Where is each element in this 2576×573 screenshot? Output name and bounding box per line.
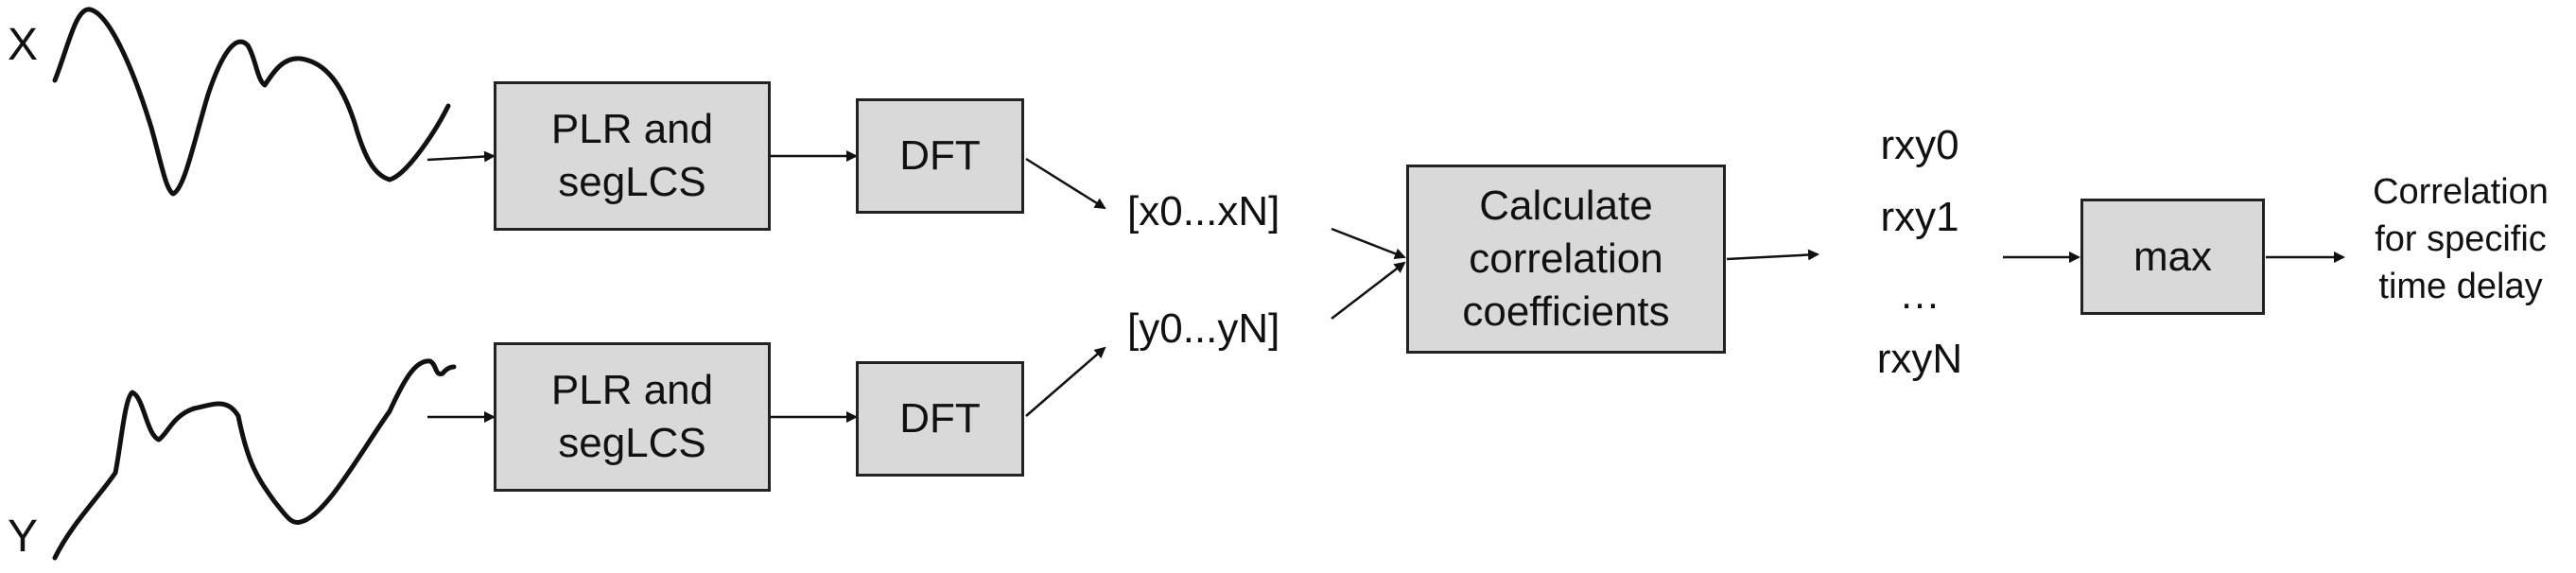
x-signal-label: X [8, 20, 39, 70]
y-signal-label: Y [8, 512, 39, 562]
arrow-x-to-plr [426, 150, 496, 163]
correlation-box: Calculate correlation coefficients [1406, 165, 1726, 354]
y-signal-waveform [52, 358, 457, 561]
plr-segLCS-box-bottom: PLR and segLCS [494, 342, 771, 492]
dft-box-top: DFT [856, 98, 1024, 214]
coefficient-ellipsis: … [1899, 271, 1941, 318]
y-vector-label: [y0...yN] [1127, 305, 1280, 352]
dft-box-bottom: DFT [856, 361, 1024, 477]
arrow-corr-to-coeffs [1726, 249, 1819, 261]
max-box-label: max [2132, 233, 2213, 280]
correlation-box-label: Calculate correlation coefficients [1462, 182, 1670, 335]
x-vector-label: [x0...xN] [1127, 188, 1280, 234]
arrow-dft-to-xvec [1025, 157, 1106, 210]
output-label: Correlation for specific time delay [2373, 172, 2549, 306]
plr-segLCS-top-label: PLR and segLCS [550, 106, 714, 205]
coefficient-rxy0: rxy0 [1880, 122, 1959, 168]
max-box: max [2080, 199, 2265, 315]
plr-segLCS-bottom-label: PLR and segLCS [550, 367, 714, 466]
arrow-yvec-to-corr [1331, 261, 1406, 320]
dft-top-label: DFT [899, 132, 981, 179]
coefficient-rxy1: rxy1 [1880, 194, 1959, 240]
dft-bottom-label: DFT [899, 395, 981, 442]
arrow-dft-to-yvec [1025, 346, 1106, 417]
arrow-xvec-to-corr [1331, 227, 1406, 259]
x-signal-waveform [52, 7, 451, 197]
coefficient-rxyN: rxyN [1876, 336, 1963, 382]
plr-segLCS-box-top: PLR and segLCS [494, 81, 771, 231]
